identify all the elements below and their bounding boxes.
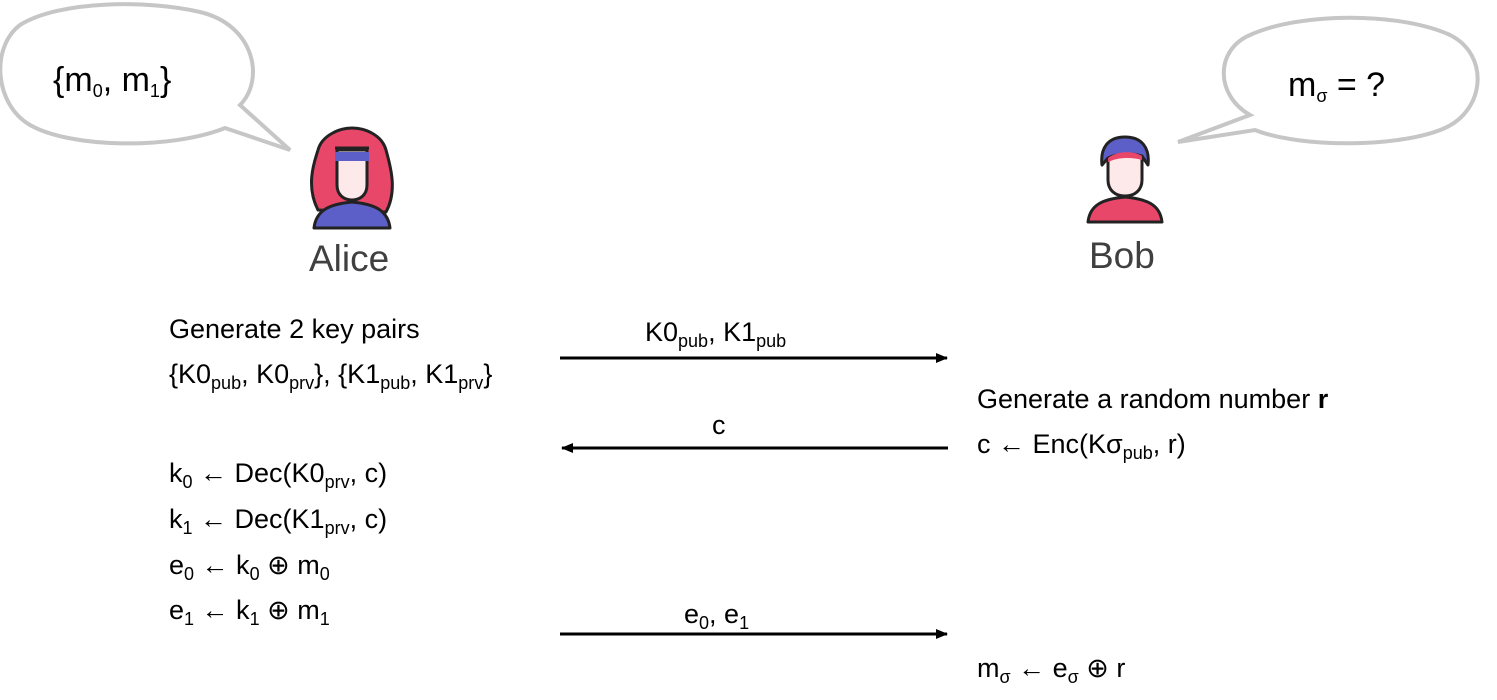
bob-name: Bob <box>1089 235 1155 276</box>
bob-encrypt-step: c ← Enc(Kσpub, r) <box>977 429 1186 463</box>
alice-step-k0: k0 ← Dec(K0prv, c) <box>169 458 388 492</box>
alice-bubble-text: {m0, m1} <box>53 61 172 101</box>
alice-step-k1: k1 ← Dec(K1prv, c) <box>169 504 388 538</box>
bob-bubble-text: mσ = ? <box>1288 66 1386 106</box>
alice-keypairs: {K0pub, K0prv}, {K1pub, K1prv} <box>169 359 493 393</box>
message-public-keys: K0pub, K1pub <box>645 317 787 351</box>
alice-avatar-icon <box>310 126 394 230</box>
bob-generate-random: Generate a random number r <box>977 384 1329 414</box>
alice-speech-bubble <box>0 2 292 152</box>
message-c: c <box>712 410 726 440</box>
alice-step-e0: e0 ← k0 ⊕ m0 <box>169 550 330 584</box>
bob-speech-bubble <box>1177 15 1480 146</box>
alice-generate-title: Generate 2 key pairs <box>169 314 420 344</box>
bob-avatar-icon <box>1086 135 1164 224</box>
message-e0-e1: e0, e1 <box>684 599 750 633</box>
alice-step-e1: e1 ← k1 ⊕ m1 <box>169 595 330 629</box>
alice-name: Alice <box>309 238 390 279</box>
bob-result-step: mσ ← eσ ⊕ r <box>977 653 1126 687</box>
